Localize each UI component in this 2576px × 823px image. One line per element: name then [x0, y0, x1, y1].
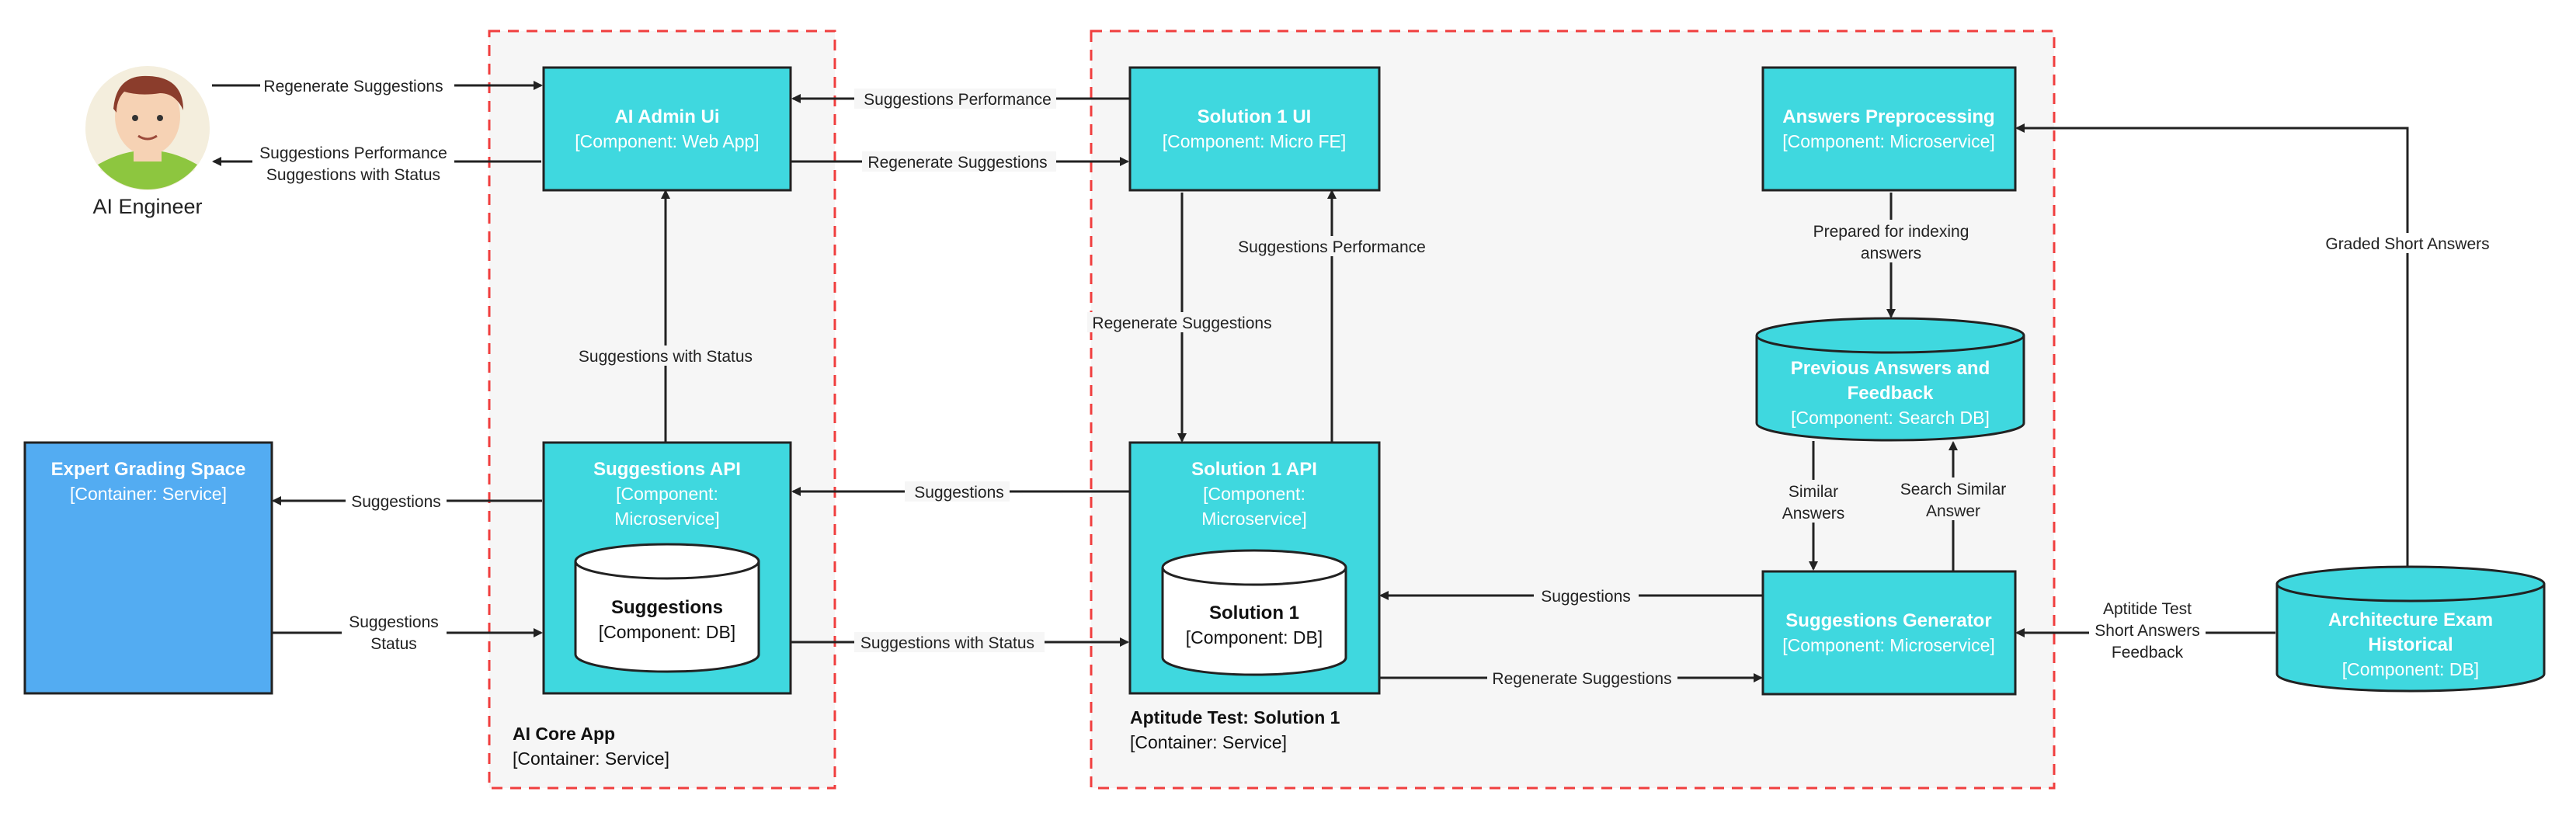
label-exam-to-gen-2: Short Answers: [2095, 622, 2199, 640]
ai-engineer-avatar: [85, 66, 210, 190]
db-solution1-subtitle: [Component: DB]: [1186, 627, 1323, 648]
label-gen-to-prev-1: Search Similar: [1900, 481, 2007, 498]
db-architecture-exam-title-1: Architecture Exam: [2328, 609, 2493, 630]
db-architecture-exam-title-2: Historical: [2368, 634, 2453, 655]
label-pre-to-prev-2: answers: [1861, 245, 1921, 262]
box-suggestions-api-title: Suggestions API: [593, 459, 741, 480]
group-ai-core-app-subtitle: [Container: Service]: [513, 748, 669, 769]
box-answers-preprocessing-subtitle: [Component: Microservice]: [1782, 131, 1995, 151]
label-s1api-to-sapi: Suggestions: [914, 484, 1004, 502]
box-expert-grading-space[interactable]: Expert Grading Space [Container: Service…: [23, 441, 273, 695]
label-s1api-to-gen: Regenerate Suggestions: [1492, 670, 1671, 688]
db-architecture-exam[interactable]: Architecture Exam Historical [Component:…: [2275, 565, 2546, 693]
box-solution1-api-subtitle-1: [Component:: [1203, 484, 1305, 504]
label-exam-to-pre: Graded Short Answers: [2325, 235, 2489, 253]
box-solution1-api-subtitle-2: Microservice]: [1201, 509, 1306, 529]
label-exam-to-gen-1: Aptitide Test: [2103, 600, 2192, 618]
db-suggestions-title: Suggestions: [611, 597, 723, 618]
ai-engineer-name: AI Engineer: [92, 195, 202, 218]
label-expert-to-sapi-2: Status: [370, 635, 417, 653]
db-suggestions[interactable]: Suggestions [Component: DB]: [574, 543, 760, 673]
label-sapi-to-s1api: Suggestions with Status: [860, 634, 1034, 652]
label-pre-to-prev-1: Prepared for indexing: [1813, 223, 1969, 241]
group-aptitude-test-title: Aptitude Test: Solution 1: [1130, 707, 1340, 728]
label-gen-to-prev-2: Answer: [1926, 502, 1980, 520]
group-aptitude-test-subtitle: [Container: Service]: [1130, 732, 1287, 752]
label-sapi-to-admin: Suggestions with Status: [579, 348, 753, 366]
box-suggestions-generator-subtitle: [Component: Microservice]: [1782, 635, 1995, 655]
box-solution1-ui[interactable]: Solution 1 UI [Component: Micro FE]: [1128, 66, 1381, 192]
db-architecture-exam-subtitle: [Component: DB]: [2342, 659, 2479, 679]
box-solution1-ui-title: Solution 1 UI: [1198, 106, 1312, 127]
box-suggestions-api-subtitle-1: [Component:: [616, 484, 718, 504]
box-suggestions-generator-title: Suggestions Generator: [1785, 610, 1991, 631]
label-admin-to-engineer-1: Suggestions Performance: [259, 144, 447, 162]
box-expert-grading-space-subtitle: [Container: Service]: [70, 484, 227, 504]
db-solution1-title: Solution 1: [1209, 602, 1299, 623]
label-ui-to-api: Regenerate Suggestions: [1092, 314, 1271, 332]
db-suggestions-subtitle: [Component: DB]: [599, 622, 735, 642]
group-ai-core-app-title: AI Core App: [513, 724, 615, 744]
edge-labels: Regenerate Suggestions Suggestions Perfo…: [252, 75, 2505, 688]
box-ai-admin-ui[interactable]: AI Admin Ui [Component: Web App]: [542, 66, 792, 192]
label-exam-to-gen-3: Feedback: [2112, 644, 2184, 662]
box-answers-preprocessing-title: Answers Preprocessing: [1782, 106, 1994, 127]
label-admin-to-engineer-2: Suggestions with Status: [266, 166, 440, 184]
box-expert-grading-space-title: Expert Grading Space: [51, 459, 246, 480]
box-ai-admin-ui-title: AI Admin Ui: [614, 106, 719, 127]
db-previous-answers-title-2: Feedback: [1848, 383, 1934, 404]
label-gen-to-s1api: Suggestions: [1541, 588, 1631, 606]
db-previous-answers-title-1: Previous Answers and: [1791, 358, 1990, 379]
label-engineer-to-admin: Regenerate Suggestions: [263, 78, 443, 95]
label-prev-to-gen-1: Similar: [1789, 483, 1838, 501]
box-suggestions-api-subtitle-2: Microservice]: [614, 509, 719, 529]
box-answers-preprocessing[interactable]: Answers Preprocessing [Component: Micros…: [1761, 66, 2017, 192]
box-suggestions-generator[interactable]: Suggestions Generator [Component: Micros…: [1761, 570, 2017, 696]
db-previous-answers[interactable]: Previous Answers and Feedback [Component…: [1755, 317, 2025, 442]
box-solution1-ui-subtitle: [Component: Micro FE]: [1163, 131, 1346, 151]
box-ai-admin-ui-subtitle: [Component: Web App]: [575, 131, 759, 151]
label-expert-to-sapi-1: Suggestions: [349, 613, 439, 631]
label-ui-to-admin: Suggestions Performance: [864, 91, 1052, 109]
box-solution1-api-title: Solution 1 API: [1191, 459, 1317, 480]
edge-exam-to-pre: [2015, 123, 2409, 575]
label-sapi-to-expert: Suggestions: [351, 493, 441, 511]
label-admin-to-ui: Regenerate Suggestions: [867, 154, 1047, 172]
label-prev-to-gen-2: Answers: [1782, 505, 1845, 523]
db-previous-answers-subtitle: [Component: Search DB]: [1791, 408, 1990, 428]
label-api-to-ui: Suggestions Performance: [1238, 238, 1426, 256]
db-solution1[interactable]: Solution 1 [Component: DB]: [1161, 549, 1347, 676]
